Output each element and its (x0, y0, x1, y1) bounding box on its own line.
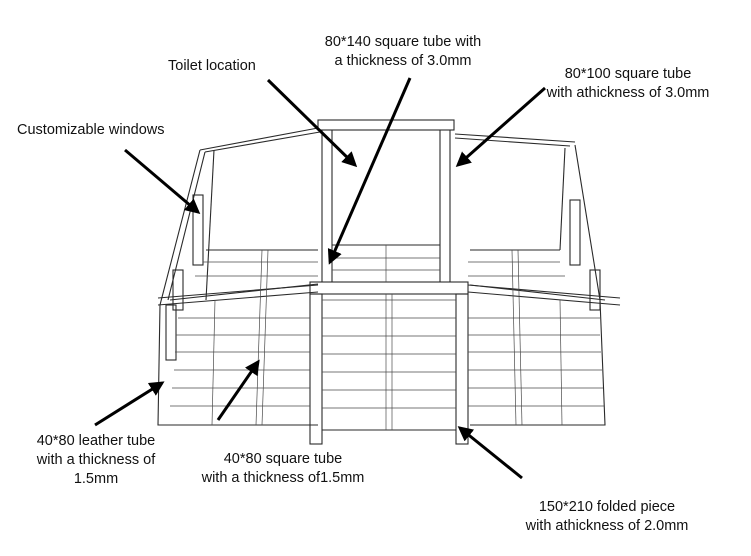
left-module-outline (157, 149, 318, 426)
label-windows-text: Customizable windows (17, 122, 165, 138)
center-right-post (455, 293, 469, 445)
arrow-toilet (266, 78, 358, 168)
floor-grid (170, 245, 604, 430)
arrow-folded-piece (457, 426, 523, 480)
label-80x140-line2: a thickness of 3.0mm (334, 53, 472, 69)
label-leather-line1: 40*80 leather tube (36, 433, 156, 449)
right-window-mid (589, 269, 601, 311)
right-window-upper (569, 199, 581, 266)
center-front-beam (309, 281, 469, 295)
right-module-outline (470, 144, 606, 426)
arrow-leather-tube (94, 381, 165, 427)
label-80x100-line1: 80*100 square tube (564, 66, 692, 82)
label-80x100-tube: 80*100 square tube with athickness of 3.… (528, 65, 728, 103)
label-toilet-text: Toilet location (168, 58, 256, 74)
center-left-post (309, 293, 323, 445)
label-folded-line2: with athickness of 2.0mm (525, 518, 689, 534)
label-leather-tube: 40*80 leather tube with a thickness of 1… (18, 432, 174, 489)
label-80x140-line1: 80*140 square tube with (324, 34, 482, 50)
left-window-mid (172, 269, 184, 311)
label-folded-piece: 150*210 folded piece with athickness of … (500, 498, 714, 536)
arrow-windows (124, 148, 201, 214)
frame-structure (157, 119, 621, 445)
callout-arrows (94, 77, 546, 480)
label-folded-line1: 150*210 folded piece (538, 499, 676, 515)
right-roof-beam (454, 133, 576, 143)
label-80x100-line2: with athickness of 3.0mm (546, 85, 710, 101)
arrow-80x140 (327, 77, 412, 265)
left-window-lower (165, 304, 177, 361)
label-80x140-tube: 80*140 square tube with a thickness of 3… (300, 33, 506, 71)
center-top-beam (317, 119, 455, 131)
left-window-upper (192, 194, 204, 266)
label-square-line1: 40*80 square tube (223, 451, 343, 467)
label-square-tube: 40*80 square tube with a thickness of1.5… (178, 450, 388, 488)
left-roof-beam (199, 127, 319, 151)
label-toilet-location: Toilet location (168, 57, 256, 76)
label-square-line2: with a thickness of1.5mm (201, 470, 365, 486)
arrow-80x100 (455, 86, 546, 167)
arrow-square-tube (216, 359, 260, 421)
label-leather-line3: 1.5mm (73, 471, 119, 487)
label-customizable-windows: Customizable windows (17, 121, 164, 140)
label-leather-line2: with a thickness of (36, 452, 156, 468)
